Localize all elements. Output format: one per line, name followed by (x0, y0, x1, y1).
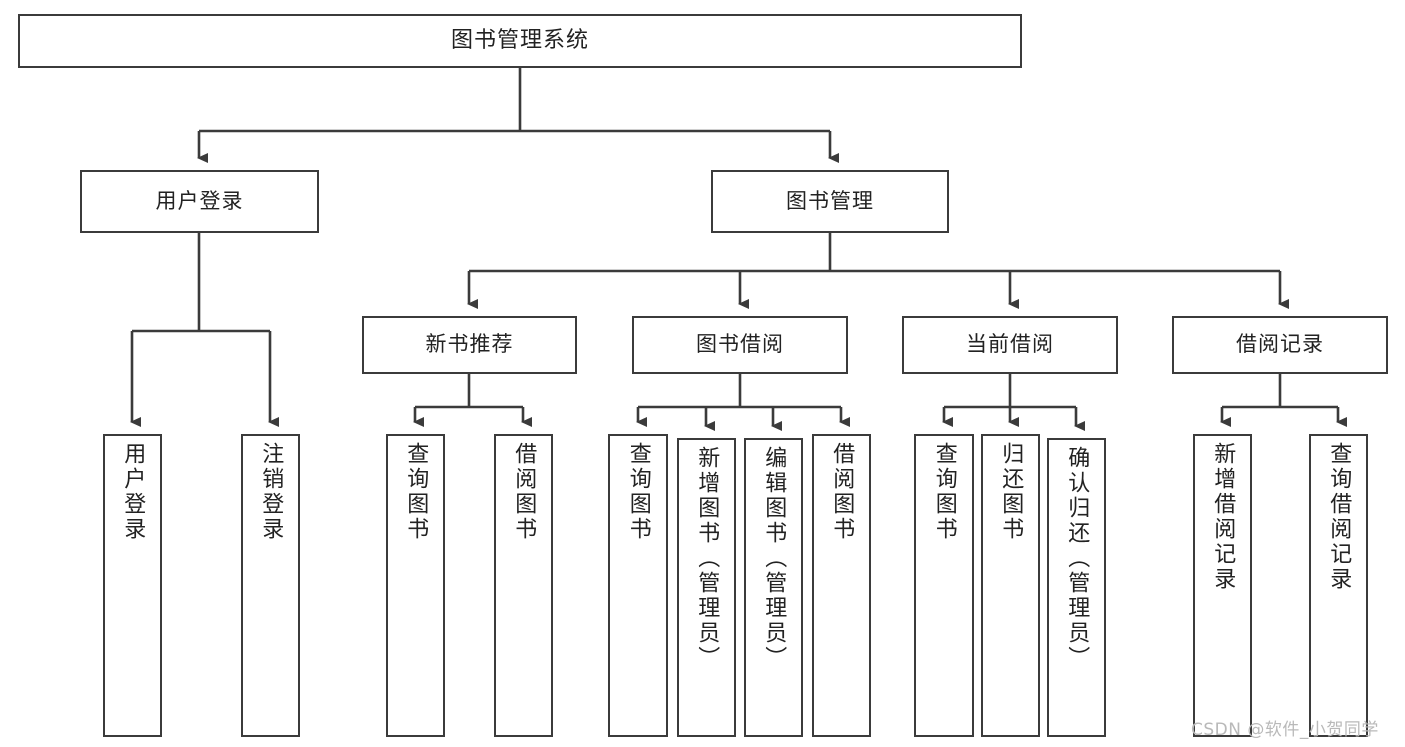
node-label: 新增借阅记录 (1210, 442, 1236, 592)
node-root-book-management-system[interactable]: 图书管理系统 (18, 14, 1022, 68)
node-label: 确认归还（管理员） (1064, 446, 1090, 671)
node-label: 图书管理 (786, 188, 874, 213)
leaf-borrow-edit-book-admin[interactable]: 编辑图书（管理员） (744, 438, 803, 737)
node-book-borrowing[interactable]: 图书借阅 (632, 316, 848, 374)
node-label: 当前借阅 (966, 332, 1054, 357)
node-label: 图书管理系统 (450, 27, 589, 53)
node-new-book-recommendation[interactable]: 新书推荐 (362, 316, 577, 374)
node-label: 查询图书 (625, 442, 651, 542)
node-label: 归还图书 (998, 442, 1024, 542)
leaf-borrow-query-book[interactable]: 查询图书 (608, 434, 668, 737)
node-borrowing-record[interactable]: 借阅记录 (1172, 316, 1388, 374)
node-label: 注销登录 (258, 442, 284, 542)
node-label: 借阅记录 (1236, 332, 1324, 357)
leaf-current-return-book[interactable]: 归还图书 (981, 434, 1040, 737)
leaf-record-query-borrow-record[interactable]: 查询借阅记录 (1309, 434, 1368, 737)
node-label: 查询图书 (403, 442, 429, 542)
node-label: 编辑图书（管理员） (761, 446, 787, 671)
leaf-recommend-borrow-book[interactable]: 借阅图书 (494, 434, 553, 737)
watermark-text: CSDN @软件_小贺同学 (1191, 720, 1379, 740)
csdn-watermark: CSDN @软件_小贺同学 (1191, 715, 1379, 740)
node-label: 用户登录 (120, 442, 146, 542)
leaf-current-query-book[interactable]: 查询图书 (914, 434, 974, 737)
leaf-borrow-borrow-book[interactable]: 借阅图书 (812, 434, 871, 737)
leaf-record-add-borrow-record[interactable]: 新增借阅记录 (1193, 434, 1252, 737)
node-label: 借阅图书 (511, 442, 537, 542)
node-book-management[interactable]: 图书管理 (711, 170, 949, 233)
node-label: 用户登录 (155, 188, 244, 213)
leaf-user-login-login[interactable]: 用户登录 (103, 434, 162, 737)
node-label: 新增图书（管理员） (694, 446, 720, 671)
leaf-current-confirm-return-admin[interactable]: 确认归还（管理员） (1047, 438, 1106, 737)
node-label: 借阅图书 (829, 442, 855, 542)
leaf-user-login-logout[interactable]: 注销登录 (241, 434, 300, 737)
node-user-login[interactable]: 用户登录 (80, 170, 319, 233)
node-label: 新书推荐 (425, 332, 514, 357)
node-label: 查询图书 (931, 442, 957, 542)
leaf-recommend-query-book[interactable]: 查询图书 (386, 434, 445, 737)
leaf-borrow-add-book-admin[interactable]: 新增图书（管理员） (677, 438, 736, 737)
node-current-borrowing[interactable]: 当前借阅 (902, 316, 1118, 374)
node-label: 查询借阅记录 (1326, 442, 1352, 592)
node-label: 图书借阅 (696, 332, 784, 357)
